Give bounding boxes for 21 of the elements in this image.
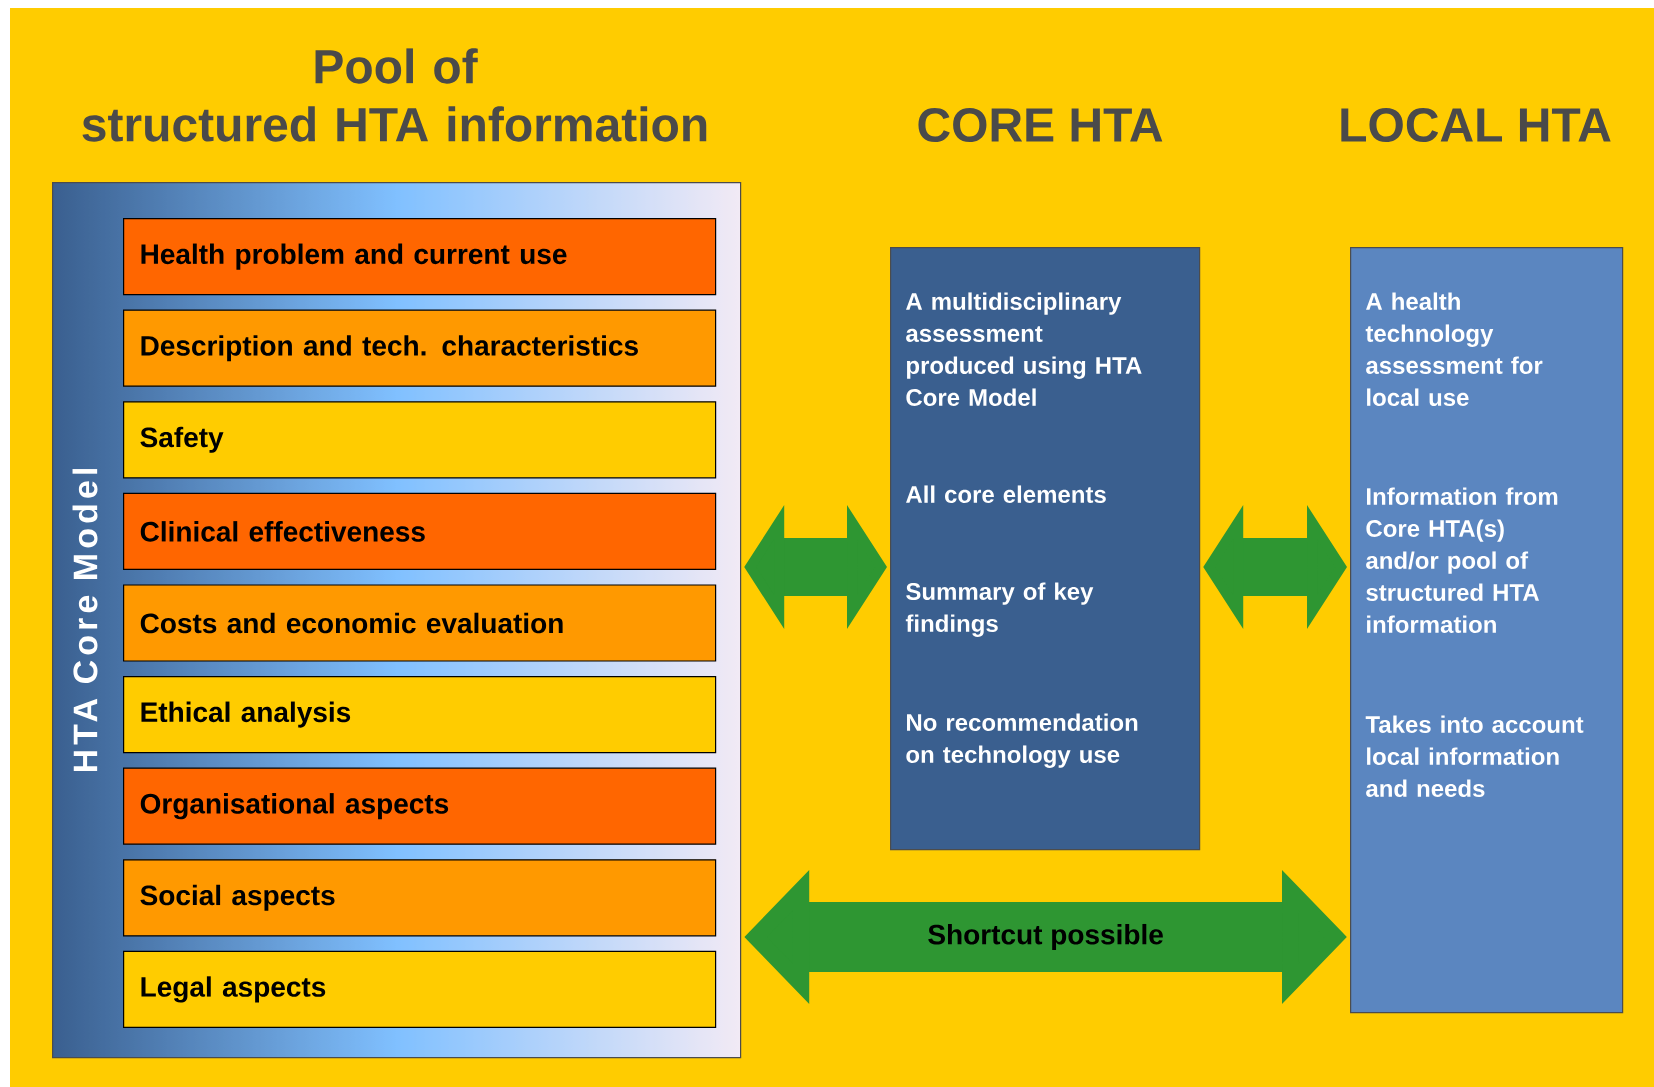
heading: CORE HTA (918, 108, 1163, 142)
box-text: Summary of key findings (905, 582, 1094, 637)
edge-label: Shortcut possible (928, 923, 1163, 951)
domain-box: Ethical analysis (123, 676, 717, 754)
box-text: Takes into account local information and needs (1365, 715, 1584, 797)
domain-box: Description and tech. characteristics (123, 309, 717, 387)
domain-box: Legal aspects (123, 950, 717, 1028)
heading: Pool of structured HTA information (82, 48, 707, 142)
domain-box: Organisational aspects (123, 767, 717, 845)
domain-box: Health problem and current use (123, 218, 717, 296)
domain-box: Social aspects (123, 859, 717, 937)
box-text: No recommendation on technology use (906, 713, 1138, 768)
box-text: All core elements (906, 485, 1106, 503)
domain-box: Costs and economic evaluation (123, 584, 717, 662)
vertical-label: HTA Core Model (72, 469, 98, 772)
box-text: A health technology assessment for local use (1365, 292, 1543, 406)
heading: LOCAL HTA (1341, 108, 1611, 142)
box-text: Information from Core HTA(s) and/or pool of structured HTA information (1366, 487, 1558, 633)
domain-box: Safety (123, 401, 717, 479)
domain-box: Clinical effectiveness (123, 492, 717, 570)
box-text: A multidisciplinary assessment produced using HTA Core Model (906, 292, 1142, 406)
